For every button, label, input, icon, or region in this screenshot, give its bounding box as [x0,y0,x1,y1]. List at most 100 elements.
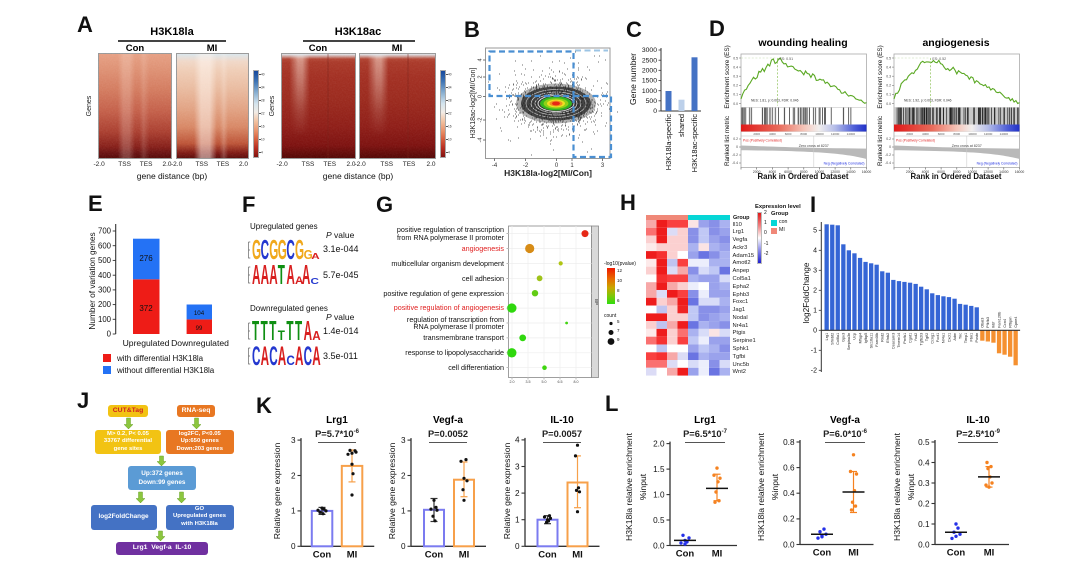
svg-text:A: A [261,259,269,290]
svg-text:6.5: 6.5 [558,380,563,384]
svg-text:8000: 8000 [953,132,960,136]
svg-text:Pos (Positively Correlated): Pos (Positively Correlated) [743,139,782,143]
svg-text:Zero cross at 8237: Zero cross at 8237 [952,144,982,148]
svg-text:G: G [252,234,261,265]
svg-text:6000: 6000 [937,170,945,174]
svg-text:0.4: 0.4 [886,65,891,69]
svg-text:Fam126b: Fam126b [997,312,1001,328]
svg-text:0.1: 0.1 [733,93,738,97]
svg-text:A: A [302,259,310,290]
svg-text:H3K18la-specific: H3K18la-specific [664,114,673,171]
svg-text:2: 2 [478,75,484,78]
svg-text:Zero cross at 8237: Zero cross at 8237 [799,144,829,148]
svg-text:0: 0 [478,95,484,98]
svg-text:Ceacam3: Ceacam3 [892,333,896,349]
svg-text:2: 2 [813,288,817,295]
svg-text:276: 276 [139,254,153,263]
svg-text:Igfbp5: Igfbp5 [864,333,868,344]
svg-text:0: 0 [291,542,296,551]
svg-text:Mfap4: Mfap4 [858,333,862,344]
svg-text:C: C [304,343,313,371]
svg-text:Pos (Positively Correlated): Pos (Positively Correlated) [896,139,935,143]
svg-text:A: A [286,259,294,290]
svg-text:3000: 3000 [642,47,657,54]
svg-text:Neg (Negatively Correlated): Neg (Negatively Correlated) [977,162,1018,166]
svg-text:2: 2 [515,489,520,498]
svg-text:3: 3 [813,268,817,275]
svg-text:0.4: 0.4 [918,458,930,467]
svg-text:MI: MI [347,549,358,560]
svg-text:Cxcl1: Cxcl1 [947,333,951,343]
svg-text:104: 104 [194,310,205,317]
svg-text:2000: 2000 [906,132,913,136]
svg-text:3.5: 3.5 [526,380,531,384]
svg-text:4: 4 [515,436,520,445]
svg-text:3: 3 [291,436,296,445]
svg-text:MI: MI [712,549,723,560]
svg-text:2.0: 2.0 [510,380,515,384]
svg-text:0.5: 0.5 [886,56,891,60]
svg-text:-2: -2 [523,163,529,169]
svg-text:A: A [278,343,287,371]
svg-text:100: 100 [98,315,112,324]
svg-text:10000: 10000 [815,132,824,136]
svg-text:0.0: 0.0 [918,540,930,549]
svg-text:0.2: 0.2 [918,499,930,508]
svg-text:500: 500 [646,98,658,105]
svg-text:H3K18ac-specific: H3K18ac-specific [690,114,699,173]
svg-text:12000: 12000 [831,132,840,136]
svg-text:0.3: 0.3 [886,75,891,79]
svg-text:0.5: 0.5 [733,56,738,60]
svg-text:G: G [304,248,313,262]
svg-text:MI: MI [458,549,469,560]
svg-text:600: 600 [98,241,112,250]
svg-text:0.2: 0.2 [886,84,891,88]
svg-text:Col6a1: Col6a1 [836,333,840,345]
svg-text:Tgfb2l3: Tgfb2l3 [920,333,924,346]
svg-text:Pmfb1: Pmfb1 [903,333,907,344]
svg-text:C: C [286,234,294,265]
svg-text:T: T [295,315,302,346]
svg-text:8000: 8000 [800,170,808,174]
svg-text:0.5: 0.5 [653,516,665,525]
svg-text:8.0: 8.0 [574,380,579,384]
svg-text:16000: 16000 [862,170,872,174]
svg-text:G: G [278,234,287,265]
svg-text:300: 300 [98,286,112,295]
svg-text:C: C [261,234,269,265]
svg-text:4: 4 [813,248,817,255]
svg-text:T: T [269,315,276,346]
svg-text:12000: 12000 [984,132,993,136]
svg-text:-4: -4 [478,138,484,143]
svg-text:MI: MI [848,548,859,559]
svg-text:8000: 8000 [953,170,961,174]
svg-text:-0.4: -0.4 [885,161,891,165]
svg-text:700: 700 [98,227,112,236]
svg-text:Tnc: Tnc [958,333,962,339]
svg-text:0: 0 [889,145,891,149]
svg-text:-0.2: -0.2 [732,153,738,157]
svg-text:2: 2 [291,471,296,480]
svg-text:Fxct1: Fxct1 [936,333,940,342]
svg-text:T: T [286,315,293,346]
svg-text:0: 0 [107,330,112,339]
svg-text:1500: 1500 [642,78,657,85]
svg-text:G: G [269,234,278,265]
svg-text:1.0: 1.0 [653,490,665,499]
svg-text:0.1: 0.1 [886,93,891,97]
svg-text:Timp1: Timp1 [964,333,968,343]
svg-text:0.2: 0.2 [783,515,795,524]
svg-text:12000: 12000 [830,170,840,174]
svg-text:shared: shared [677,114,686,137]
svg-text:Nr4a1: Nr4a1 [942,333,946,343]
svg-text:Con: Con [424,549,443,560]
svg-text:10000: 10000 [815,170,825,174]
svg-text:8000: 8000 [800,132,807,136]
svg-text:0: 0 [813,328,817,335]
svg-text:0.1: 0.1 [918,520,930,529]
svg-text:14000: 14000 [847,132,856,136]
svg-text:99: 99 [196,326,203,332]
svg-text:Postn: Postn [975,333,979,343]
svg-text:Fbn1: Fbn1 [970,333,974,342]
svg-text:6000: 6000 [784,170,792,174]
